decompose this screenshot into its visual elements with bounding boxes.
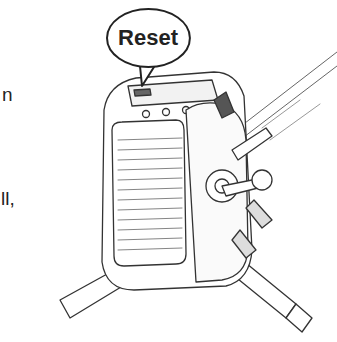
star-drag xyxy=(232,230,256,258)
star-drag xyxy=(246,200,272,228)
button xyxy=(163,109,170,116)
reel-body xyxy=(102,72,252,290)
page-text-fragment: ll, xyxy=(1,188,15,210)
reset-button xyxy=(134,89,151,96)
fishing-line xyxy=(118,138,182,250)
motion-line xyxy=(262,100,300,128)
spool-window xyxy=(112,120,186,266)
callout-outline xyxy=(107,9,190,67)
rod-grip xyxy=(286,304,312,332)
rod-line xyxy=(236,52,337,130)
motion-line xyxy=(270,104,320,140)
lever xyxy=(214,92,234,118)
callout-text: Reset xyxy=(118,25,178,51)
page-text-fragment: n xyxy=(2,84,13,106)
crank-knob xyxy=(252,170,272,190)
crank-arm xyxy=(232,128,272,160)
callout-circle: Reset xyxy=(106,8,191,68)
callout-tail xyxy=(140,66,154,86)
button xyxy=(143,111,150,118)
rod-line xyxy=(240,66,337,140)
